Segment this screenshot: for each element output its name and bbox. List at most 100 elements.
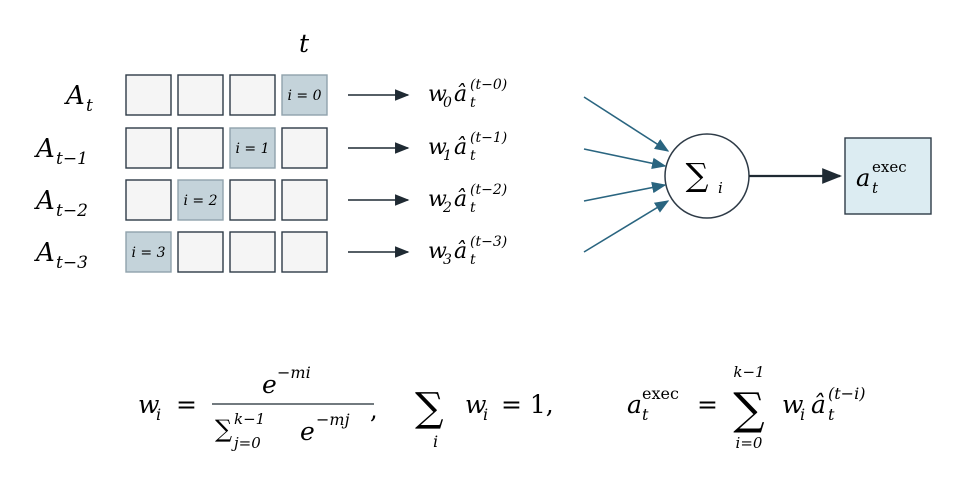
denominator-sum: ∑ [215,415,232,443]
weighted-term-chunk-superscript: (t−0) [470,77,507,93]
chunk-index-label: i = 0 [287,88,321,104]
weighted-term-weight-subscript: 3 [443,252,452,268]
row-label-subscript: t [86,96,93,116]
weighted-term-chunk-subscript: t [470,95,476,111]
weighted-term-chunk-subscript: t [470,200,476,216]
weighted-term-chunk-superscript: (t−3) [470,234,507,250]
weighted-term-chunk-superscript: (t−2) [470,182,507,198]
sum-symbol: ∑ [686,156,709,194]
constraint-term-subscript: i [483,405,488,424]
time-label: t [299,29,310,58]
chunk-cell-current [281,74,328,116]
denominator-lower-limit: j=0 [231,434,261,452]
weight-numerator: e [262,370,277,399]
exec-formula: a exec t = k−1 ∑ i=0 w i â t (t−i) [627,363,865,452]
row-label-subscript: t−2 [56,201,88,221]
weighted-term-chunk-subscript: t [470,252,476,268]
output-box-rect [844,137,932,215]
weighted-term-chunk-superscript: (t−1) [470,130,507,146]
weighted-term-chunk: â [454,239,467,264]
weight-lhs-subscript: i [156,405,161,424]
chunk-cell [125,127,172,169]
sum-input-arrows [583,96,670,253]
weighted-term-weight: w [428,187,447,212]
chunk-cell-current [229,127,276,169]
exec-sum-upper-limit: k−1 [733,363,764,381]
constraint-term: w [465,390,486,419]
chunk-cell [229,231,276,273]
chunk-index-label: i = 3 [131,245,165,261]
sum-input-arrow [583,200,670,253]
exec-sum-lower-limit: i=0 [736,434,763,452]
constraint-rhs: = 1, [501,390,554,419]
row-label-subscript: t−1 [56,149,88,169]
weighted-term-chunk: â [454,82,467,107]
chunk-cell [177,231,224,273]
row-label: A [64,81,85,111]
chunk-cell-current [177,179,224,221]
exec-chunk-superscript: (t−i) [828,384,865,403]
weighted-term-weight-subscript: 2 [442,200,452,216]
weight-formula: w i = e −mi ∑ k−1 j=0 e −mj , [138,363,378,452]
denominator-term-exponent: −mj [316,410,350,429]
row-label: A [34,186,55,216]
chunk-cell-current [125,231,172,273]
exec-lhs: a [627,390,642,419]
chunk-index-label: i = 1 [235,141,269,157]
output-superscript: exec [872,158,907,176]
exec-lhs-subscript: t [642,405,649,424]
chunk-cell [281,179,328,221]
weight-lhs: w [138,390,159,419]
row-label: A [34,134,55,164]
constraint-sum: ∑ [415,385,444,431]
chunk-cell [177,74,224,116]
exec-sum: ∑ [733,384,764,435]
weighted-term-weight: w [428,82,447,107]
denominator-upper-limit: k−1 [234,410,265,428]
weighted-term-chunk: â [454,135,467,160]
denominator-term: e [300,417,315,446]
sum-input-arrow [583,181,667,202]
chunk-index-label: i = 2 [183,193,217,209]
constraint-sum-subscript: i [433,432,438,451]
row-label: A [34,238,55,268]
weight-equals: = [176,390,197,419]
output-subscript: t [872,179,879,197]
chunk-cell [125,74,172,116]
sum-input-arrow [583,148,667,169]
chunk-cell [229,179,276,221]
exec-equals: = [697,390,718,419]
weighted-term-weight-subscript: 0 [443,95,452,111]
normalization-formula: ∑ i w i = 1, [415,385,554,451]
exec-chunk-subscript: t [828,405,835,424]
sum-subscript: i [718,179,723,197]
weight-numerator-exponent: −mi [277,363,311,382]
exec-weight-subscript: i [800,405,805,424]
sum-input-arrow [583,96,670,152]
weighted-term-chunk: â [454,187,467,212]
chunk-cell [229,74,276,116]
weighted-term-weight-subscript: 1 [443,148,452,164]
chunk-cell [177,127,224,169]
chunk-cell [125,179,172,221]
weighted-term-weight: w [428,239,447,264]
chunk-cell [281,127,328,169]
sum-node: ∑ i [664,133,750,219]
chunk-cell [281,231,328,273]
exec-weight: w [782,390,803,419]
weighted-term-weight: w [428,135,447,160]
output-base: a [856,164,870,192]
weighted-term-chunk-subscript: t [470,148,476,164]
row-label-subscript: t−3 [56,253,88,273]
exec-chunk: â [811,390,826,419]
weight-formula-comma: , [370,396,378,424]
exec-lhs-superscript: exec [642,384,679,403]
output-box: a exec t [844,137,932,215]
